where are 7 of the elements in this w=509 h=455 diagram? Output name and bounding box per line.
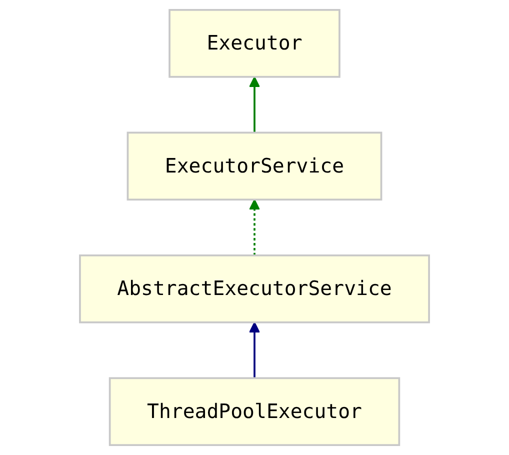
arrow [249,76,260,133]
node-box: AbstractExecutorService [79,254,430,324]
arrow [249,199,260,256]
node-box: Executor [168,9,340,78]
node-box: ThreadPoolExecutor [108,377,400,446]
arrow [249,322,260,378]
node-box: ExecutorService [126,132,382,201]
